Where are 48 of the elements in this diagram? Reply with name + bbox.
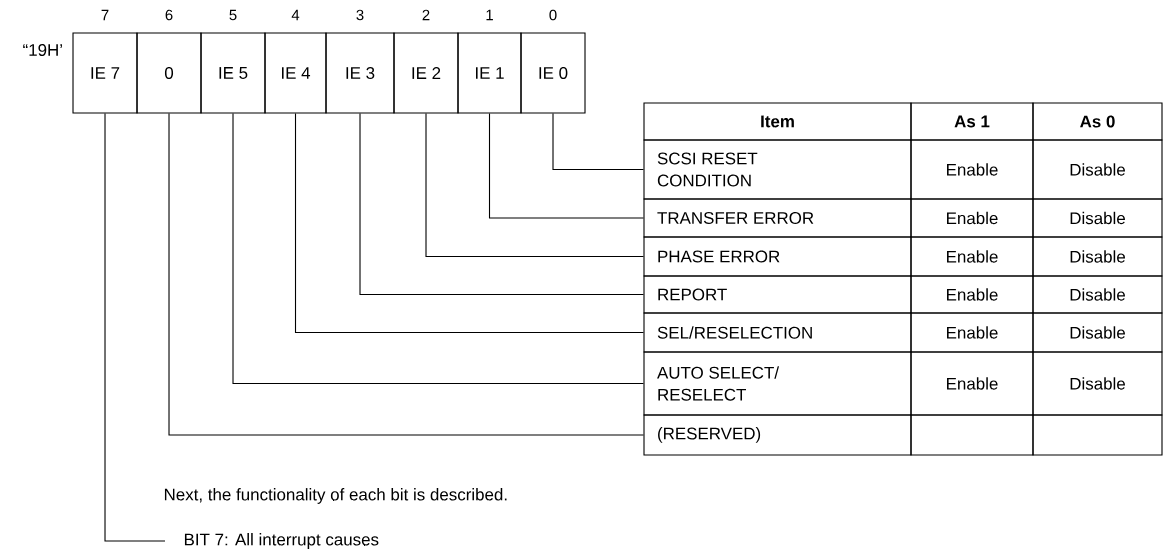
table-cell: Enable (910, 351, 1034, 416)
bit-number: 7 (101, 9, 109, 21)
header-cell: As 0 (1032, 102, 1163, 141)
bit-number: 0 (549, 9, 557, 21)
table-cell: PHASE ERROR (643, 236, 912, 277)
table-cell: SEL/RESELECTION (643, 312, 912, 353)
table-cell: Enable (910, 275, 1034, 314)
table-cell: Disable (1032, 351, 1163, 416)
bit-cell: IE 5 (200, 32, 266, 114)
table-cell: Disable (1032, 236, 1163, 277)
description-text: Next, the functionality of each bit is described. (164, 488, 507, 504)
table-cell: Enable (910, 236, 1034, 277)
bit-cell: IE 3 (325, 32, 395, 114)
header-cell: As 1 (910, 102, 1034, 141)
bit-number: 6 (165, 9, 173, 21)
bit-cell: IE 7 (72, 32, 138, 114)
leader-line (488, 113, 644, 219)
table-cell: Enable (910, 139, 1034, 200)
table-cell: TRANSFER ERROR (643, 198, 912, 238)
table-cell: Enable (910, 312, 1034, 353)
bit-number: 3 (356, 9, 364, 21)
table-cell: REPORT (643, 275, 912, 314)
leader-line (294, 113, 644, 334)
leader-line (168, 113, 644, 436)
table-cell: Disable (1032, 312, 1163, 353)
bit-cell: 0 (136, 32, 202, 114)
table-cell: Disable (1032, 198, 1163, 238)
bit-cell: IE 2 (393, 32, 459, 114)
bit-number: 5 (229, 9, 237, 21)
note-text: BIT 7: All interrupt causes (184, 533, 379, 549)
table-cell: Disable (1032, 275, 1163, 314)
table-cell: Disable (1032, 139, 1163, 200)
table-cell: SCSI RESET CONDITION (643, 139, 912, 200)
bit-number: 1 (486, 9, 493, 21)
header-cell: Item (643, 102, 912, 141)
bit-number: 2 (422, 9, 430, 21)
leader-line (552, 113, 644, 171)
bit-cell: IE 0 (520, 32, 586, 114)
table-cell: (RESERVED) (643, 414, 912, 456)
leader-line (104, 113, 166, 542)
bit-cell: IE 1 (457, 32, 522, 114)
leader-line (232, 113, 644, 385)
leader-line (359, 113, 644, 296)
table-cell: AUTO SELECT/ RESELECT (643, 351, 912, 416)
leader-line (425, 113, 644, 258)
table-cell: Enable (910, 198, 1034, 238)
bit-number: 4 (291, 9, 300, 21)
bit-cell: IE 4 (264, 32, 327, 114)
